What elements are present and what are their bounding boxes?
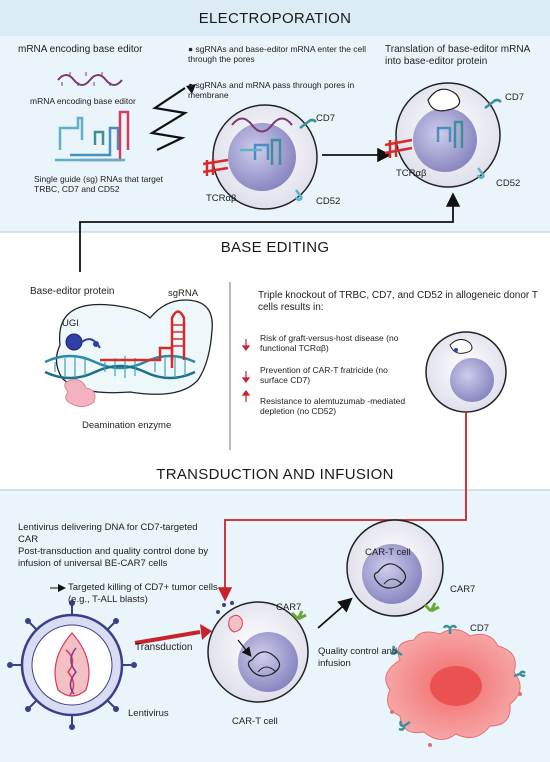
bullet-1: ● sgRNAs and base-editor mRNA enter the … bbox=[188, 44, 367, 64]
electric-pulse-icon bbox=[148, 87, 189, 151]
result-2: Prevention of CAR-T fratricide (no surfa… bbox=[260, 365, 388, 385]
cd7-label-2: CD7 bbox=[505, 92, 525, 103]
infusion-connector bbox=[217, 412, 467, 602]
transduction-desc-1: Lentivirus delivering DNA for CD7-target… bbox=[18, 522, 198, 545]
translation-heading: Translation of base-editor mRNA into bas… bbox=[385, 44, 530, 67]
cd7-label-3: CD7 bbox=[470, 623, 490, 634]
arrow bbox=[317, 597, 353, 629]
transduction-title: TRANSDUCTION AND INFUSION bbox=[156, 466, 394, 483]
protein-label: Base-editor protein bbox=[30, 286, 115, 297]
deamination-label: Deamination enzyme bbox=[82, 420, 172, 431]
transduction-arrowhead bbox=[200, 624, 212, 640]
electroporated-cell bbox=[202, 104, 318, 210]
connector-arrow bbox=[79, 192, 461, 272]
car-t-cell-infused bbox=[346, 519, 444, 617]
cd52-label-2: CD52 bbox=[496, 178, 521, 189]
mrna-strand bbox=[57, 72, 123, 86]
knockout-heading: Triple knockout of TRBC, CD7, and CD52 i… bbox=[258, 290, 538, 313]
car-t-cell-transduced bbox=[207, 601, 309, 703]
car-t-label-2: CAR-T cell bbox=[365, 547, 411, 558]
lentivirus bbox=[7, 600, 137, 730]
translation-cell bbox=[384, 82, 502, 188]
electroporation-title-band bbox=[0, 0, 550, 36]
car-t-label-1: CAR-T cell bbox=[232, 716, 278, 727]
tcr-label-2: TCRαβ bbox=[396, 168, 427, 179]
car7-label-1: CAR7 bbox=[276, 602, 302, 613]
base-editing-title-band bbox=[0, 232, 550, 262]
base-editing-title: BASE EDITING bbox=[220, 239, 330, 256]
car7-label-2: CAR7 bbox=[450, 584, 476, 595]
electric-pulse-arrowhead bbox=[186, 84, 196, 94]
result-1: Risk of graft-versus-host disease (no fu… bbox=[260, 333, 399, 353]
transduction-arrow bbox=[134, 630, 201, 645]
mrna-heading: mRNA encoding base editor bbox=[18, 44, 143, 55]
cd7-label-1: CD7 bbox=[316, 113, 336, 124]
result-3: Resistance to alemtuzumab -mediated depl… bbox=[260, 396, 406, 416]
bullet-2: ● sgRNAs and mRNA pass through pores in … bbox=[188, 80, 355, 100]
bullet-2-text: sgRNAs and mRNA pass through pores in me… bbox=[188, 80, 355, 100]
transduction-desc-2: Post-transduction and quality control do… bbox=[18, 546, 209, 569]
sgrna-label-2: sgRNA bbox=[168, 288, 199, 299]
tcr-label-1: TCRαβ bbox=[206, 193, 237, 204]
sgrna-group bbox=[55, 110, 130, 162]
bullet-1-text: sgRNAs and base-editor mRNA enter the ce… bbox=[188, 44, 367, 64]
transduction-desc-3: Targeted killing of CD7+ tumor cells (e.… bbox=[68, 582, 218, 605]
cd52-label-1: CD52 bbox=[316, 196, 341, 207]
transduction-title-band bbox=[0, 460, 550, 490]
base-editor-protein bbox=[44, 299, 213, 408]
qc-label: Quality control and infusion bbox=[318, 646, 398, 669]
mrna-label: mRNA encoding base editor bbox=[30, 96, 136, 106]
transduction-label: Transduction bbox=[135, 642, 193, 653]
result-arrows bbox=[241, 339, 251, 402]
knockout-cell bbox=[425, 331, 507, 413]
sgrna-label: Single guide (sg) RNAs that target TRBC,… bbox=[34, 174, 163, 194]
electroporation-title: ELECTROPORATION bbox=[198, 10, 352, 27]
lentivirus-label: Lentivirus bbox=[128, 708, 169, 719]
tumor-cell bbox=[385, 624, 526, 747]
ugi-label: UGI bbox=[62, 318, 79, 329]
